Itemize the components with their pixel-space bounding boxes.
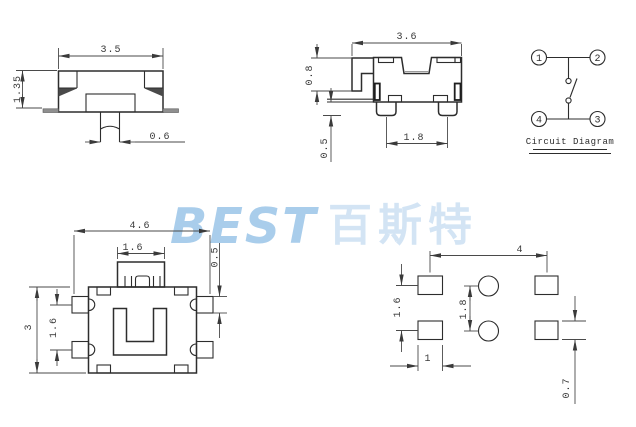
front-view: 3.5 0.6 1.3 xyxy=(13,45,185,145)
dim-side-stem-height: 0.8 xyxy=(305,44,352,105)
lead-top-left xyxy=(71,295,90,314)
dim-land-span: 4 xyxy=(429,245,548,273)
dim-label-side-width: 3.6 xyxy=(396,32,417,43)
dim-front-height: 1.35 xyxy=(13,70,57,109)
dim-label-front-height: 1.35 xyxy=(13,75,24,103)
pin1-label: 1 xyxy=(536,54,542,65)
right-contact-bar xyxy=(453,82,462,101)
dim-label-top-lead-length: 0.5 xyxy=(211,246,222,267)
top-actuator xyxy=(116,261,166,288)
side-view: 3.6 0.8 xyxy=(305,32,463,162)
dim-top-depth: 3 xyxy=(24,286,86,374)
dim-label-top-stem: 1.6 xyxy=(122,243,143,254)
dim-label-land-hole-pitch: 1.8 xyxy=(459,298,470,319)
switch-blade xyxy=(569,78,578,98)
pad-top-right xyxy=(534,275,559,296)
lead-bottom-left xyxy=(71,340,90,359)
right-contact-wedge xyxy=(144,88,163,97)
circuit-diagram: 1 2 4 3 Circuit Diagram xyxy=(526,49,615,154)
actuator-base xyxy=(85,93,136,113)
left-foot xyxy=(375,102,397,117)
dim-land-pad-height: 0.7 xyxy=(562,296,586,404)
side-body xyxy=(327,56,463,117)
top-view: 4.6 1.6 xyxy=(24,221,227,374)
dim-side-standoff: 0.5 xyxy=(320,88,341,162)
lead-top-right xyxy=(195,295,214,314)
dim-top-lead-pitch: 1.6 xyxy=(49,289,72,366)
circuit-caption: Circuit Diagram xyxy=(526,137,615,147)
dim-top-stem: 1.6 xyxy=(117,243,165,259)
dim-label-front-stem: 0.6 xyxy=(149,132,170,143)
watermark-logo-text: BEST xyxy=(170,198,319,255)
locating-hole-top xyxy=(477,275,500,297)
right-flange xyxy=(162,108,179,113)
locating-hole-bottom xyxy=(477,320,500,342)
switch-contact-top xyxy=(565,77,572,85)
dim-label-front-width: 3.5 xyxy=(100,45,121,56)
side-actuator xyxy=(351,57,374,92)
lead-bottom-right xyxy=(195,340,214,359)
left-flange xyxy=(42,108,59,113)
pad-bottom-left xyxy=(417,320,444,341)
watermark-cjk-text: 百斯特 xyxy=(328,200,478,251)
switch-contact-bottom xyxy=(565,97,572,104)
left-contact-wedge xyxy=(58,88,77,97)
dim-label-land-span: 4 xyxy=(516,245,523,256)
dim-label-side-standoff: 0.5 xyxy=(320,137,331,158)
dim-side-width: 3.6 xyxy=(351,32,462,56)
pin3-label: 3 xyxy=(594,116,600,127)
dim-side-lead-pitch: 1.8 xyxy=(386,117,448,148)
dim-label-land-pad-width: 1 xyxy=(424,354,431,365)
dim-label-top-width: 4.6 xyxy=(129,221,150,232)
dim-label-land-pad-pitch: 1.6 xyxy=(393,296,404,317)
left-contact-bar xyxy=(373,82,381,101)
front-body xyxy=(42,70,179,142)
dim-land-pad-width: 1 xyxy=(390,345,471,371)
pad-bottom-right xyxy=(534,320,559,341)
stem-tip-arc xyxy=(100,125,120,130)
dim-label-land-pad-height: 0.7 xyxy=(562,377,573,398)
dim-front-stem: 0.6 xyxy=(85,132,185,145)
dim-top-lead-length: 0.5 xyxy=(211,243,227,338)
watermark: BEST 百斯特 xyxy=(170,198,478,255)
u-contact-outline xyxy=(112,307,168,356)
dim-label-top-lead-pitch: 1.6 xyxy=(49,317,60,338)
top-body xyxy=(71,261,214,374)
pad-top-left xyxy=(417,275,444,296)
pin4-label: 4 xyxy=(536,116,542,127)
dim-land-pad-pitch: 1.6 xyxy=(393,264,418,352)
dim-front-width: 3.5 xyxy=(58,45,164,69)
dim-land-hole-pitch: 1.8 xyxy=(459,285,479,332)
dim-top-width: 4.6 xyxy=(73,221,211,294)
dim-label-side-lead-pitch: 1.8 xyxy=(403,133,424,144)
right-foot xyxy=(437,102,458,117)
dim-label-top-depth: 3 xyxy=(24,323,35,330)
pin2-label: 2 xyxy=(594,54,600,65)
dim-label-side-stem-height: 0.8 xyxy=(305,64,316,85)
land-pattern-view: 4 1.6 1.8 1 xyxy=(390,245,586,404)
